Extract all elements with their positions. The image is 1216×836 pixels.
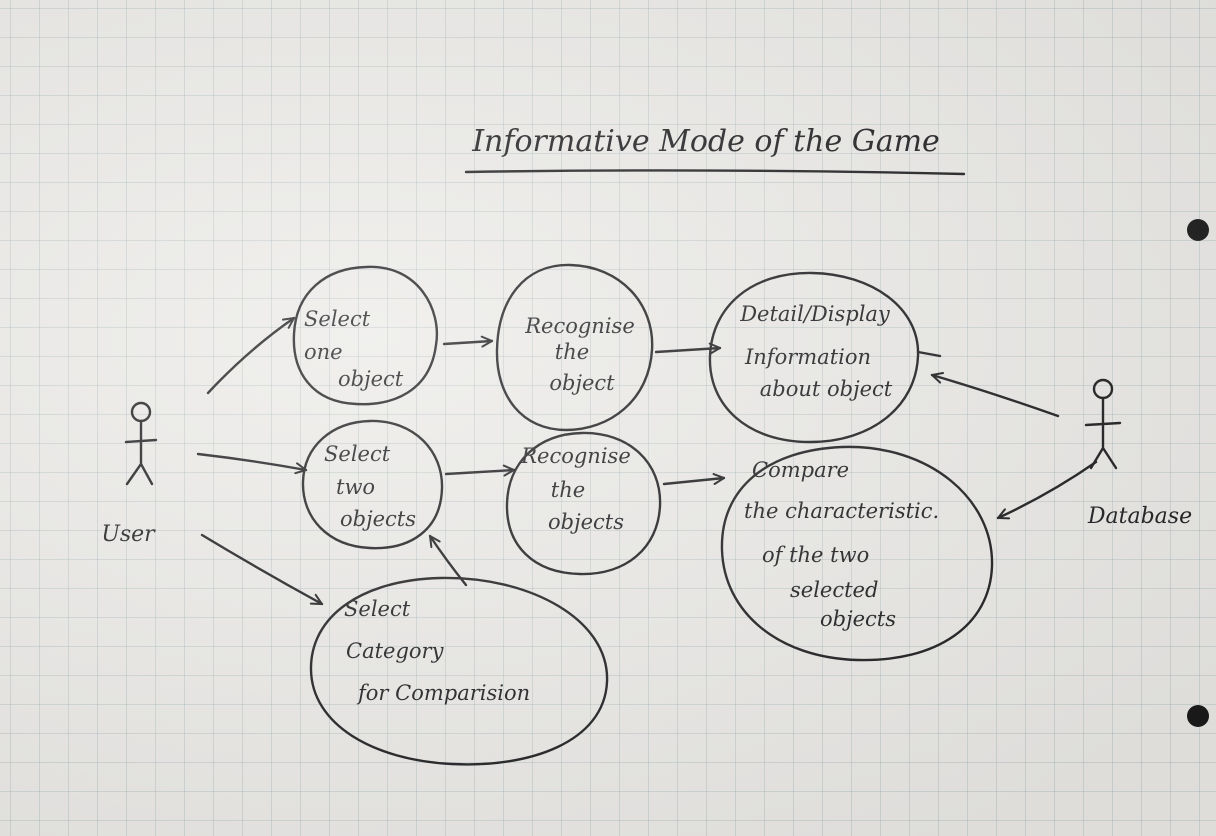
use-case-label: Select <box>304 307 371 331</box>
use-case-ellipse <box>708 271 920 444</box>
database-actor: Database <box>1084 378 1192 529</box>
use-case-ellipse <box>292 265 439 406</box>
user-actor: User <box>101 401 158 547</box>
use-case-display-information: Detail/Display Information about object <box>708 271 942 444</box>
arrow-user-to-select-category <box>200 533 322 606</box>
use-case-ellipse <box>720 445 994 662</box>
user-head <box>130 401 152 423</box>
use-case-ellipse <box>505 431 662 576</box>
use-case-label: the characteristic. <box>744 499 939 523</box>
title-underline <box>464 169 966 176</box>
use-case-select-two-objects: Select two objects <box>301 419 444 550</box>
diagram-title: Informative Mode of the Game <box>471 124 940 159</box>
use-case-recognise-object: Recognise the object <box>495 263 654 432</box>
arrow-recognise-to-compare <box>662 478 724 486</box>
use-case-label: about object <box>760 377 893 401</box>
use-case-label: Select <box>344 597 411 621</box>
database-body <box>1084 396 1122 470</box>
database-head <box>1092 378 1114 400</box>
use-case-label: Category <box>346 639 445 663</box>
use-case-label: the <box>555 340 589 364</box>
use-case-label: selected <box>790 578 878 602</box>
arrow-recognise-to-display <box>654 348 720 352</box>
use-case-label: objects <box>820 607 896 631</box>
use-case-ellipse <box>301 419 444 550</box>
use-case-label: for Comparision <box>356 681 530 705</box>
use-case-label: Select <box>324 442 391 466</box>
use-case-label: Detail/Display <box>739 302 891 326</box>
use-case-label: objects <box>548 510 624 534</box>
use-case-ellipse <box>495 263 654 432</box>
arrow-user-to-select-one <box>206 318 294 395</box>
use-case-label: of the two <box>762 543 869 567</box>
use-case-label: Recognise <box>524 314 635 338</box>
arrow-database-to-display <box>932 375 1060 418</box>
use-case-label: Recognise <box>520 444 631 468</box>
use-case-label: the <box>551 478 585 502</box>
use-case-select-one-object: Select one object <box>292 265 439 406</box>
use-case-label: Information <box>744 345 871 369</box>
use-case-label: object <box>549 371 615 395</box>
binder-hole-top <box>1187 219 1209 241</box>
arrow-category-to-select-two <box>430 536 468 587</box>
arrow-select-one-to-recognise <box>442 341 492 344</box>
use-case-label: object <box>338 367 404 391</box>
use-case-compare: Compare the characteristic. of the two s… <box>720 445 994 662</box>
use-case-label: objects <box>340 507 416 531</box>
arrow-select-two-to-recognise <box>444 470 514 474</box>
binder-hole-bottom <box>1187 705 1209 727</box>
use-case-label: Compare <box>752 458 849 482</box>
arrow-user-to-select-two <box>196 452 306 470</box>
use-case-label: one <box>304 340 343 364</box>
stray-mark <box>916 350 942 358</box>
user-label: User <box>101 522 156 547</box>
arrow-database-to-compare <box>998 460 1098 518</box>
use-case-label: two <box>336 475 375 499</box>
database-label: Database <box>1087 504 1192 529</box>
use-case-ellipse <box>309 576 609 766</box>
use-case-select-category: Select Category for Comparision <box>309 576 609 766</box>
user-body <box>124 419 158 486</box>
use-case-recognise-objects: Recognise the objects <box>505 431 662 576</box>
